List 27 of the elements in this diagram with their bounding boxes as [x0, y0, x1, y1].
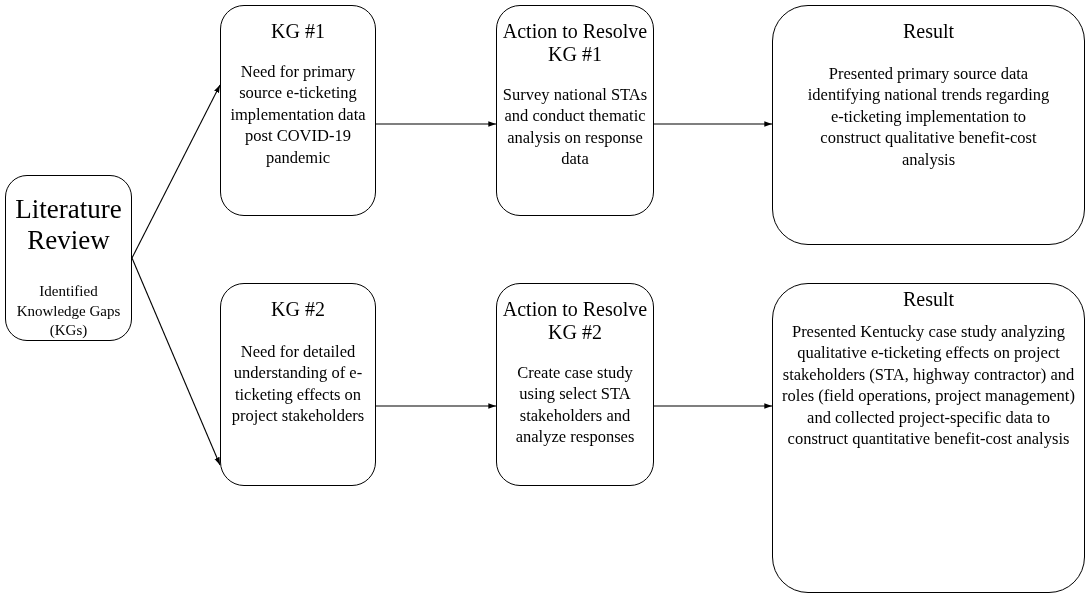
arrow: [653, 403, 773, 409]
arrow: [131, 257, 221, 466]
box-heading: KG #2: [271, 298, 325, 321]
box-text: Need for detailed understanding of e-ticketing effects on project stakeholders: [230, 341, 366, 427]
process-box: [772, 5, 1085, 245]
process-box: [772, 283, 1085, 593]
box-text: Need for primary source e-ticketing implementation data post COVID-19 pandemic: [229, 61, 367, 169]
process-box: [496, 5, 654, 216]
arrow: [375, 121, 497, 127]
process-box: [496, 283, 654, 486]
box-heading: Result: [902, 20, 955, 43]
source-box: [5, 175, 132, 341]
box-text: Presented Kentucky case study analyzing qualitative e-ticketing effects on project stakeholders (STA, highway contractor) and roles (field operations, project management) and collected project-specific data to construct quantitative benefit-cost analysis: [781, 321, 1076, 450]
arrow: [131, 84, 221, 259]
box-heading: Result: [902, 288, 955, 311]
box-heading: Action to Resolve KG #2: [501, 298, 649, 344]
process-box: [220, 5, 376, 216]
box-text: Presented primary source data identifying national trends regarding e-ticketing implementation to construct qualitative benefit-cost analysis: [806, 63, 1051, 171]
box-text: Survey national STAs and conduct thematic analysis on response data: [501, 84, 649, 170]
box-text: Create case study using select STA stakeholders and analyze responses: [514, 362, 636, 448]
arrow: [653, 121, 773, 127]
box-heading: KG #1: [271, 20, 325, 43]
box-heading: Action to Resolve KG #1: [501, 20, 649, 66]
box-heading: Literature Review: [14, 194, 123, 257]
box-text: Identified Knowledge Gaps (KGs): [15, 282, 122, 341]
process-box: [220, 283, 376, 486]
arrow: [375, 403, 497, 409]
